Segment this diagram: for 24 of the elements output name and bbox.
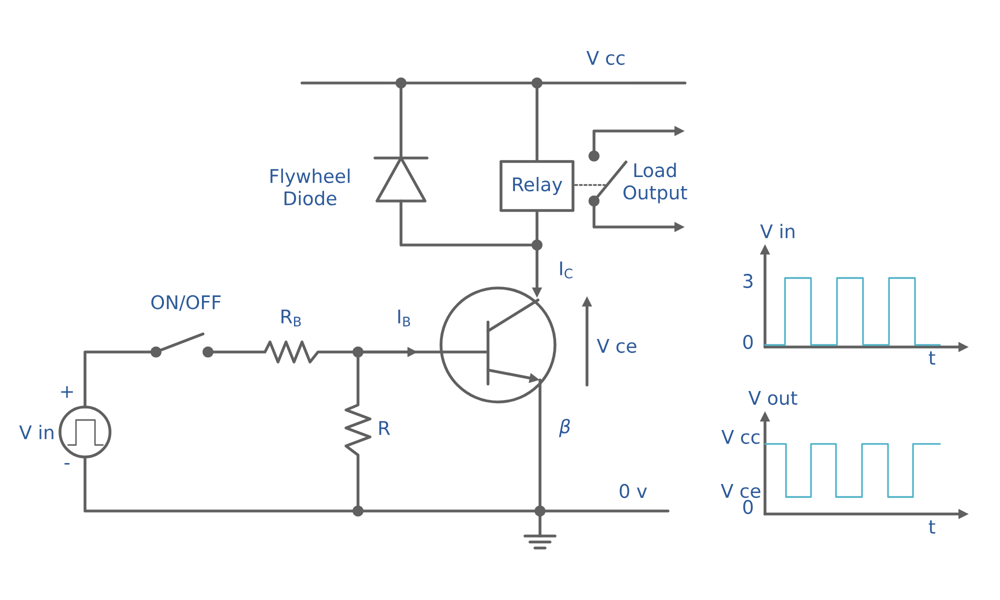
voltage-label: V ce xyxy=(596,339,636,353)
component-label: Load Output xyxy=(624,162,688,204)
component-label: R$_{B}$ xyxy=(282,310,301,326)
tick-label: V ce xyxy=(720,484,760,498)
tick-label: 3 xyxy=(743,274,752,288)
component-label: Flywheel Diode xyxy=(270,168,350,206)
switch-label: ON/OFF xyxy=(151,295,221,311)
tick-label: 0 xyxy=(743,500,753,514)
axis-label: t xyxy=(928,351,936,365)
polarity-sign: + xyxy=(61,386,73,398)
tick-label: 0 xyxy=(743,334,753,350)
gain-label: β xyxy=(559,418,570,438)
axis-label: V out xyxy=(748,391,798,405)
tick-label: V cc xyxy=(721,430,760,444)
voltage-label: V in xyxy=(19,424,54,440)
voltage-label: 0 v xyxy=(620,484,647,498)
current-label: I$_{C}$ xyxy=(560,262,572,278)
relay-box: Relay xyxy=(500,160,574,212)
axis-label: V in xyxy=(760,224,794,238)
polarity-sign: - xyxy=(64,463,70,465)
component-label: R xyxy=(379,421,390,435)
current-label: I$_{B}$ xyxy=(398,310,410,326)
axis-label: t xyxy=(928,520,936,534)
voltage-label: V cc xyxy=(586,51,625,65)
